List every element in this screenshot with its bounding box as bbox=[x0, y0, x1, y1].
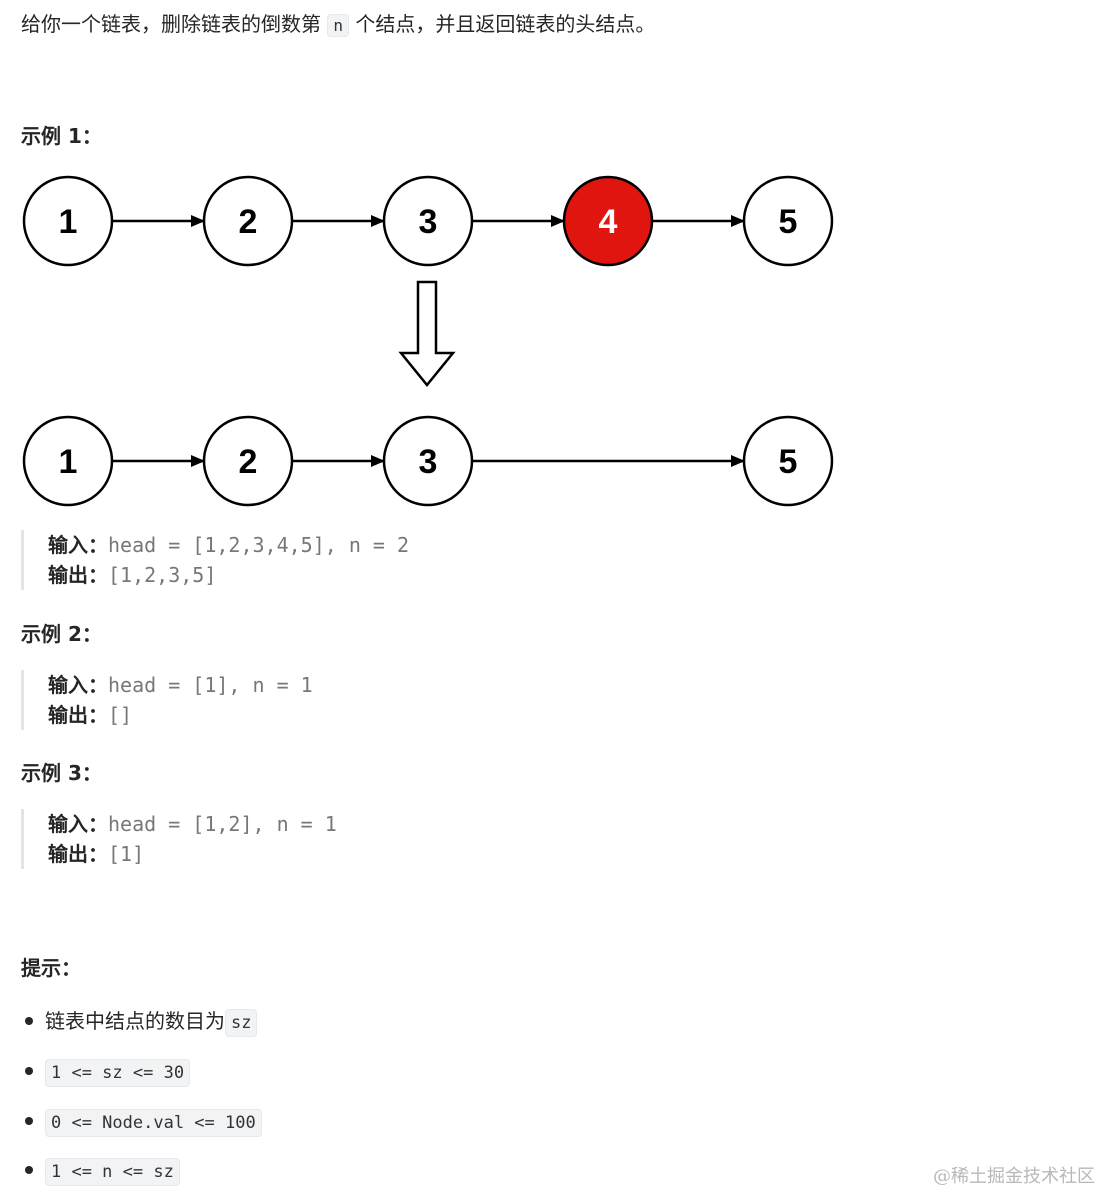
list-node bbox=[202, 175, 294, 267]
example-3-block: 输入：head = [1,2], n = 1 输出：[1] bbox=[21, 809, 337, 869]
bullet-icon bbox=[25, 1016, 33, 1025]
hint-item: 1 <= sz <= 30 bbox=[21, 1053, 191, 1089]
output-label: 输出： bbox=[48, 842, 108, 866]
list-node bbox=[22, 175, 114, 267]
node-value: 5 bbox=[779, 443, 798, 481]
output-label: 输出： bbox=[48, 563, 108, 587]
hint-item: 0 <= Node.val <= 100 bbox=[21, 1103, 262, 1139]
bullet-icon bbox=[25, 1165, 33, 1174]
node-value: 2 bbox=[239, 443, 258, 481]
output-value: [1,2,3,5] bbox=[108, 563, 217, 587]
example-2-block: 输入：head = [1], n = 1 输出：[] bbox=[21, 670, 313, 730]
hint-code: 0 <= Node.val <= 100 bbox=[45, 1109, 262, 1137]
example-1-block: 输入：head = [1,2,3,4,5], n = 2 输出：[1,2,3,5… bbox=[21, 530, 409, 590]
example-3-heading: 示例 3： bbox=[21, 761, 102, 785]
hint-item: 1 <= n <= sz bbox=[21, 1152, 180, 1188]
node-value: 2 bbox=[239, 203, 258, 241]
input-label: 输入： bbox=[48, 673, 108, 697]
output-value: [] bbox=[108, 703, 133, 727]
list-node bbox=[382, 175, 474, 267]
problem-text-before: 给你一个链表，删除链表的倒数第 bbox=[21, 12, 321, 36]
watermark: @稀土掘金技术社区 bbox=[933, 1166, 1095, 1187]
hint-text: 链表中结点的数目为 bbox=[45, 1009, 225, 1033]
input-value: head = [1], n = 1 bbox=[108, 673, 313, 697]
node-value: 3 bbox=[419, 203, 438, 241]
bullet-icon bbox=[25, 1066, 33, 1075]
hints-heading: 提示： bbox=[21, 956, 81, 980]
node-value: 5 bbox=[779, 203, 798, 241]
list-before: 1 2 3 4 5 bbox=[22, 175, 834, 267]
linked-list-diagram: 1 2 3 4 5 1 2 3 5 bbox=[22, 175, 834, 507]
list-node bbox=[22, 415, 114, 507]
list-node bbox=[742, 415, 834, 507]
bullet-icon bbox=[25, 1116, 33, 1125]
input-label: 输入： bbox=[48, 812, 108, 836]
output-label: 输出： bbox=[48, 703, 108, 727]
hint-code: 1 <= n <= sz bbox=[45, 1158, 180, 1186]
problem-text-after: 个结点，并且返回链表的头结点。 bbox=[355, 12, 656, 36]
input-label: 输入： bbox=[48, 533, 108, 557]
output-value: [1] bbox=[108, 842, 145, 866]
node-value: 3 bbox=[419, 443, 438, 481]
down-arrow-icon bbox=[398, 280, 456, 387]
example-2-heading: 示例 2： bbox=[21, 622, 102, 646]
list-node bbox=[742, 175, 834, 267]
node-value: 1 bbox=[59, 203, 78, 241]
node-value: 4 bbox=[599, 203, 618, 241]
example-1-heading: 示例 1： bbox=[21, 124, 102, 148]
hint-code: 1 <= sz <= 30 bbox=[45, 1059, 191, 1087]
list-node bbox=[202, 415, 294, 507]
node-value: 1 bbox=[59, 443, 78, 481]
hint-code: sz bbox=[225, 1009, 258, 1037]
removed-node bbox=[562, 175, 654, 267]
input-value: head = [1,2], n = 1 bbox=[108, 812, 337, 836]
input-value: head = [1,2,3,4,5], n = 2 bbox=[108, 533, 410, 557]
n-code: n bbox=[327, 14, 349, 37]
list-node bbox=[382, 415, 474, 507]
problem-statement: 给你一个链表，删除链表的倒数第 n 个结点，并且返回链表的头结点。 bbox=[21, 9, 655, 41]
list-after: 1 2 3 5 bbox=[22, 415, 834, 507]
